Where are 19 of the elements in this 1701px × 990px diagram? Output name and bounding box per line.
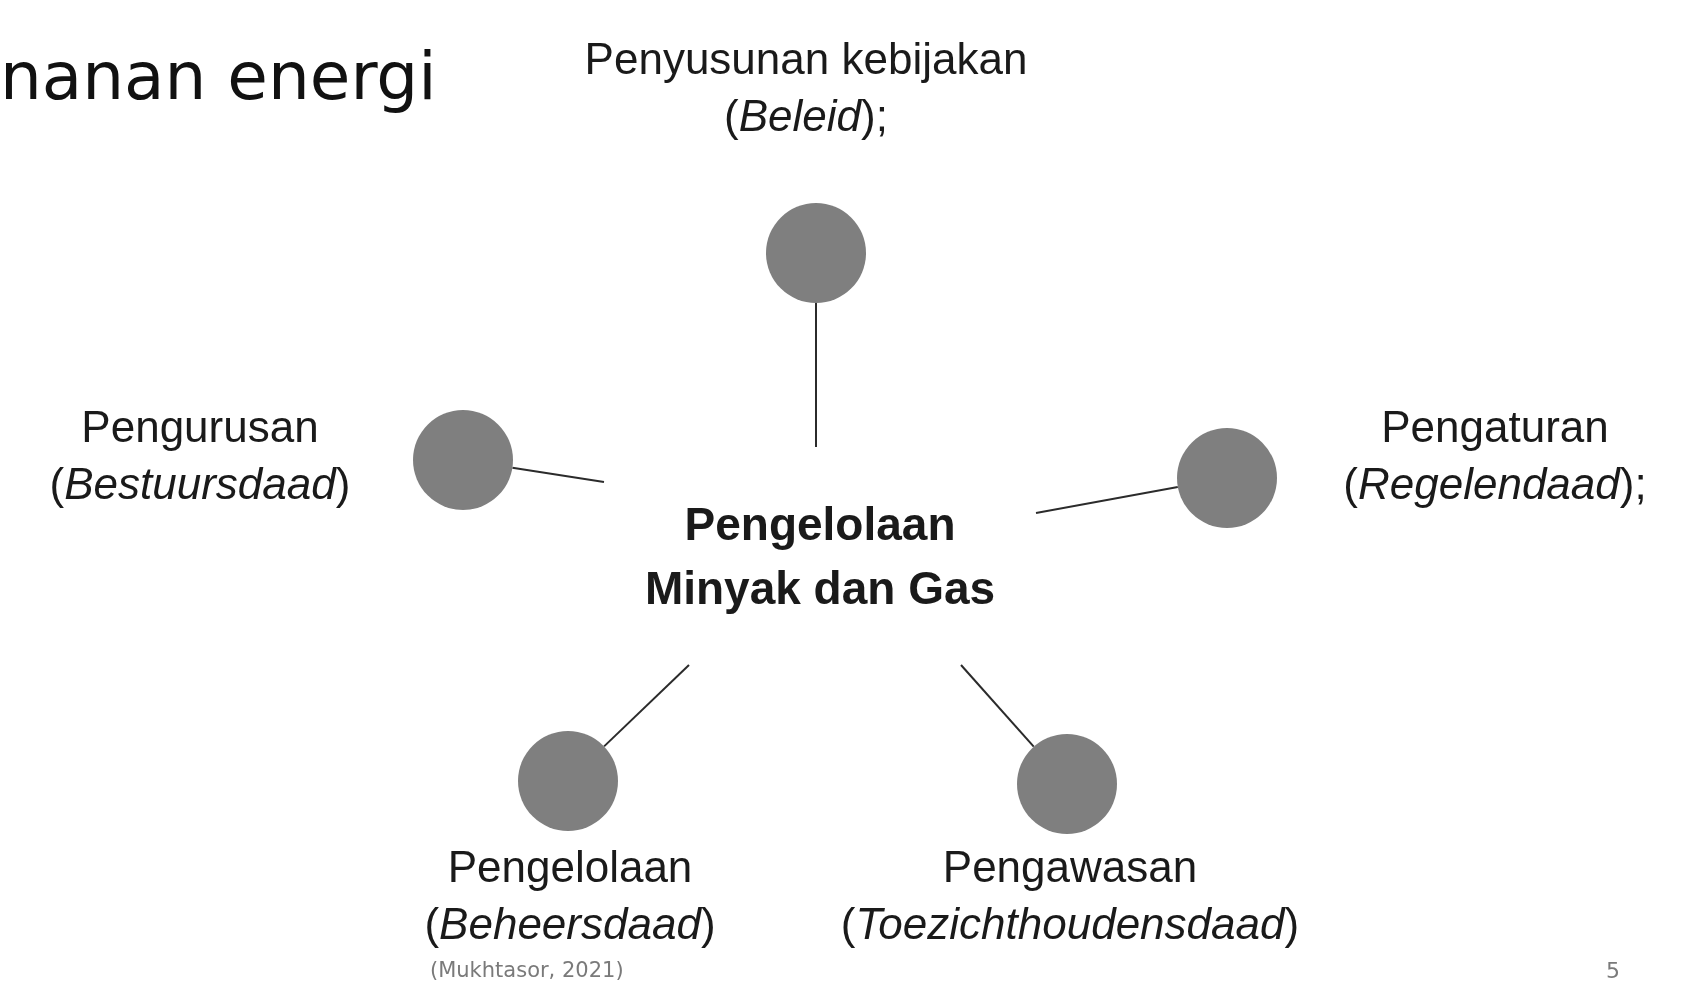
connector-line: [815, 302, 817, 448]
circle-marker: [518, 731, 618, 831]
connector-line: [603, 664, 690, 748]
circle-marker: [766, 203, 866, 303]
connector-line: [511, 466, 605, 483]
node-caption: Penyusunan kebijakan (Beleid);: [583, 33, 1029, 143]
circle-marker: [413, 410, 513, 510]
circle-marker: [1177, 428, 1277, 528]
page-number: 5: [1606, 958, 1620, 983]
circle-marker: [1017, 734, 1117, 834]
connector-line: [1035, 486, 1179, 514]
connector-line: [960, 664, 1035, 748]
node-caption: Pengurusan (Bestuursdaad): [48, 401, 352, 511]
node-caption: Pengelolaan (Beheersdaad): [423, 841, 717, 951]
node-caption: Pengaturan (Regelendaad);: [1342, 401, 1648, 511]
node-caption: Pengawasan (Toezichthoudensdaad): [839, 841, 1301, 951]
slide-title: nanan energi: [0, 38, 437, 115]
central-heading: Pengelolaan Minyak dan Gas: [643, 496, 997, 616]
source-citation: (Mukhtasor, 2021): [430, 958, 624, 982]
